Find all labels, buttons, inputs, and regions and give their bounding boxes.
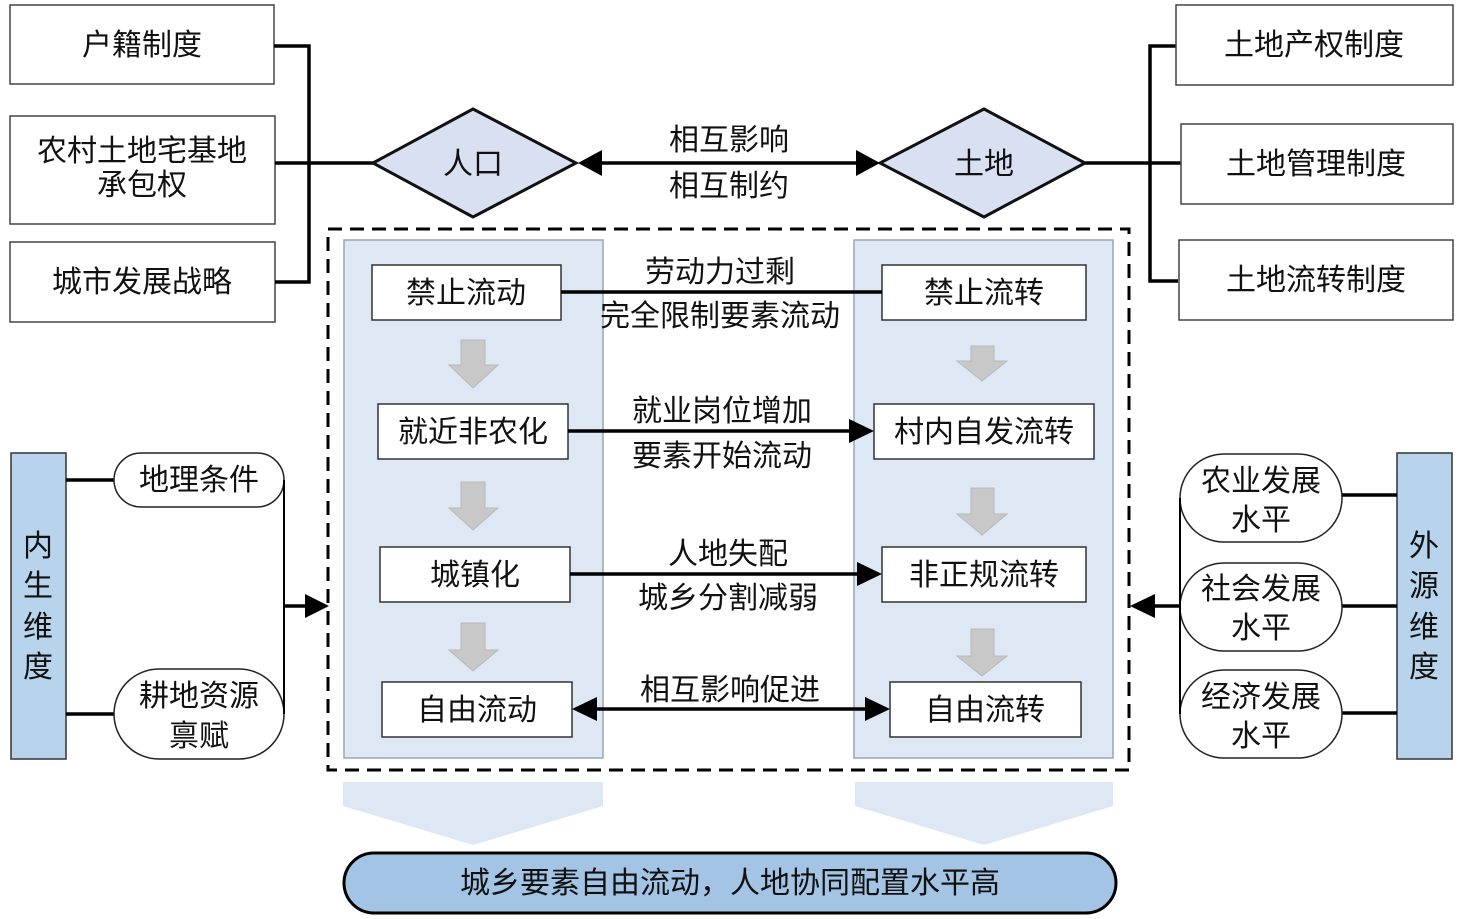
factor-label: 耕地资源 [139,679,259,714]
factor-label: 经济发展 [1201,680,1321,715]
population-diamond: 人口 [369,107,580,219]
right-bracket-connector [1148,44,1178,283]
arrowhead-right-icon [856,150,880,176]
dimension-char: 度 [23,650,53,685]
factor-label: 承包权 [97,168,187,203]
relation-label: 相互影响 [669,123,789,158]
exogenous-factor: 社会发展 水平 [1179,562,1343,652]
arrowhead-left-icon [1130,594,1155,618]
top-left-factor: 城市发展战略 [9,241,276,323]
arrowhead-right-icon [849,419,874,443]
factor-label: 户籍制度 [82,28,202,63]
factor-label: 水平 [1231,503,1291,538]
endogenous-dimension: 内 生 维 度 [10,452,67,760]
stage-label: 自由流转 [925,693,1045,728]
relation-label: 相互影响促进 [640,673,820,708]
stage-arrow-icon [955,628,1009,677]
factor-label: 城市发展战略 [52,265,232,300]
stage-label: 城镇化 [430,558,520,593]
population-stage: 就近非农化 [377,403,569,460]
evolution-frame [326,227,1131,772]
stage-label: 自由流动 [417,693,537,728]
stage-arrow-icon [955,487,1009,536]
factor-label: 地理条件 [139,463,259,498]
factor-label: 水平 [1231,719,1291,754]
population-stage: 城镇化 [379,546,571,603]
stage-label: 禁止流动 [406,276,526,311]
arrowhead-right-icon [857,562,882,586]
relation-label: 就业岗位增加 [632,394,812,429]
land-diamond: 土地 [876,107,1089,219]
stage-label: 非正规流转 [909,558,1059,593]
factor-label: 农村土地宅基地 [37,134,247,169]
result-label: 城乡要素自由流动，人地协同配置水平高 [460,866,1000,901]
factor-label: 土地流转制度 [1226,263,1406,298]
population-stage: 禁止流动 [371,264,562,321]
stage-label: 就近非农化 [398,415,548,450]
factor-label: 禀赋 [169,719,229,754]
factor-label: 水平 [1231,611,1291,646]
dimension-char: 源 [1409,569,1439,604]
stage-arrow-icon [955,345,1009,382]
dimension-char: 度 [1409,650,1439,685]
stage-arrow-icon [447,481,500,531]
relation-label: 完全限制要素流动 [600,299,840,334]
relation-label: 人地失配 [668,537,788,572]
top-right-factor: 土地产权制度 [1175,4,1454,86]
dimension-char: 生 [23,569,53,604]
land-stage: 禁止流转 [881,264,1087,321]
diamond-label: 人口 [443,147,503,182]
endogenous-factor: 耕地资源 禀赋 [113,668,285,760]
dimension-char: 外 [1409,529,1439,564]
arrowhead-left-icon [578,150,602,176]
dimension-char: 维 [1409,610,1439,645]
result-banner: 城乡要素自由流动，人地协同配置水平高 [342,851,1118,915]
arrowhead-right-icon [305,594,329,618]
dimension-char: 内 [23,529,53,564]
chevron-down-icon [343,782,603,845]
factor-label: 社会发展 [1201,572,1321,607]
relation-label: 相互制约 [669,169,789,204]
population-stage: 自由流动 [381,681,573,738]
relation-label: 要素开始流动 [632,439,812,474]
top-left-factor: 户籍制度 [9,4,275,85]
exogenous-factor: 经济发展 水平 [1179,669,1343,759]
chevron-down-icon [855,782,1113,845]
exogenous-factor: 农业发展 水平 [1179,453,1343,543]
arrowhead-left-icon [572,697,597,721]
factor-label: 农业发展 [1201,464,1321,499]
top-right-factor: 土地流转制度 [1178,239,1454,321]
stage-label: 禁止流转 [924,276,1044,311]
factor-label: 土地产权制度 [1224,28,1404,63]
relation-label: 劳动力过剩 [645,255,795,290]
top-left-factor: 农村土地宅基地 承包权 [9,115,276,225]
exogenous-dimension: 外 源 维 度 [1396,452,1453,760]
top-right-factor: 土地管理制度 [1180,123,1454,205]
arrowhead-right-icon [865,697,890,721]
land-stage: 自由流转 [889,681,1082,738]
stage-arrow-icon [447,339,500,389]
stage-label: 村内自发流转 [894,415,1074,450]
endogenous-factor: 地理条件 [113,452,285,508]
stage-arrow-icon [447,622,500,672]
diamond-label: 土地 [954,147,1014,182]
land-stage: 非正规流转 [881,546,1087,603]
dimension-char: 维 [23,610,53,645]
factor-label: 土地管理制度 [1226,147,1406,182]
relation-label: 城乡分割减弱 [638,581,818,616]
land-stage: 村内自发流转 [873,403,1095,460]
